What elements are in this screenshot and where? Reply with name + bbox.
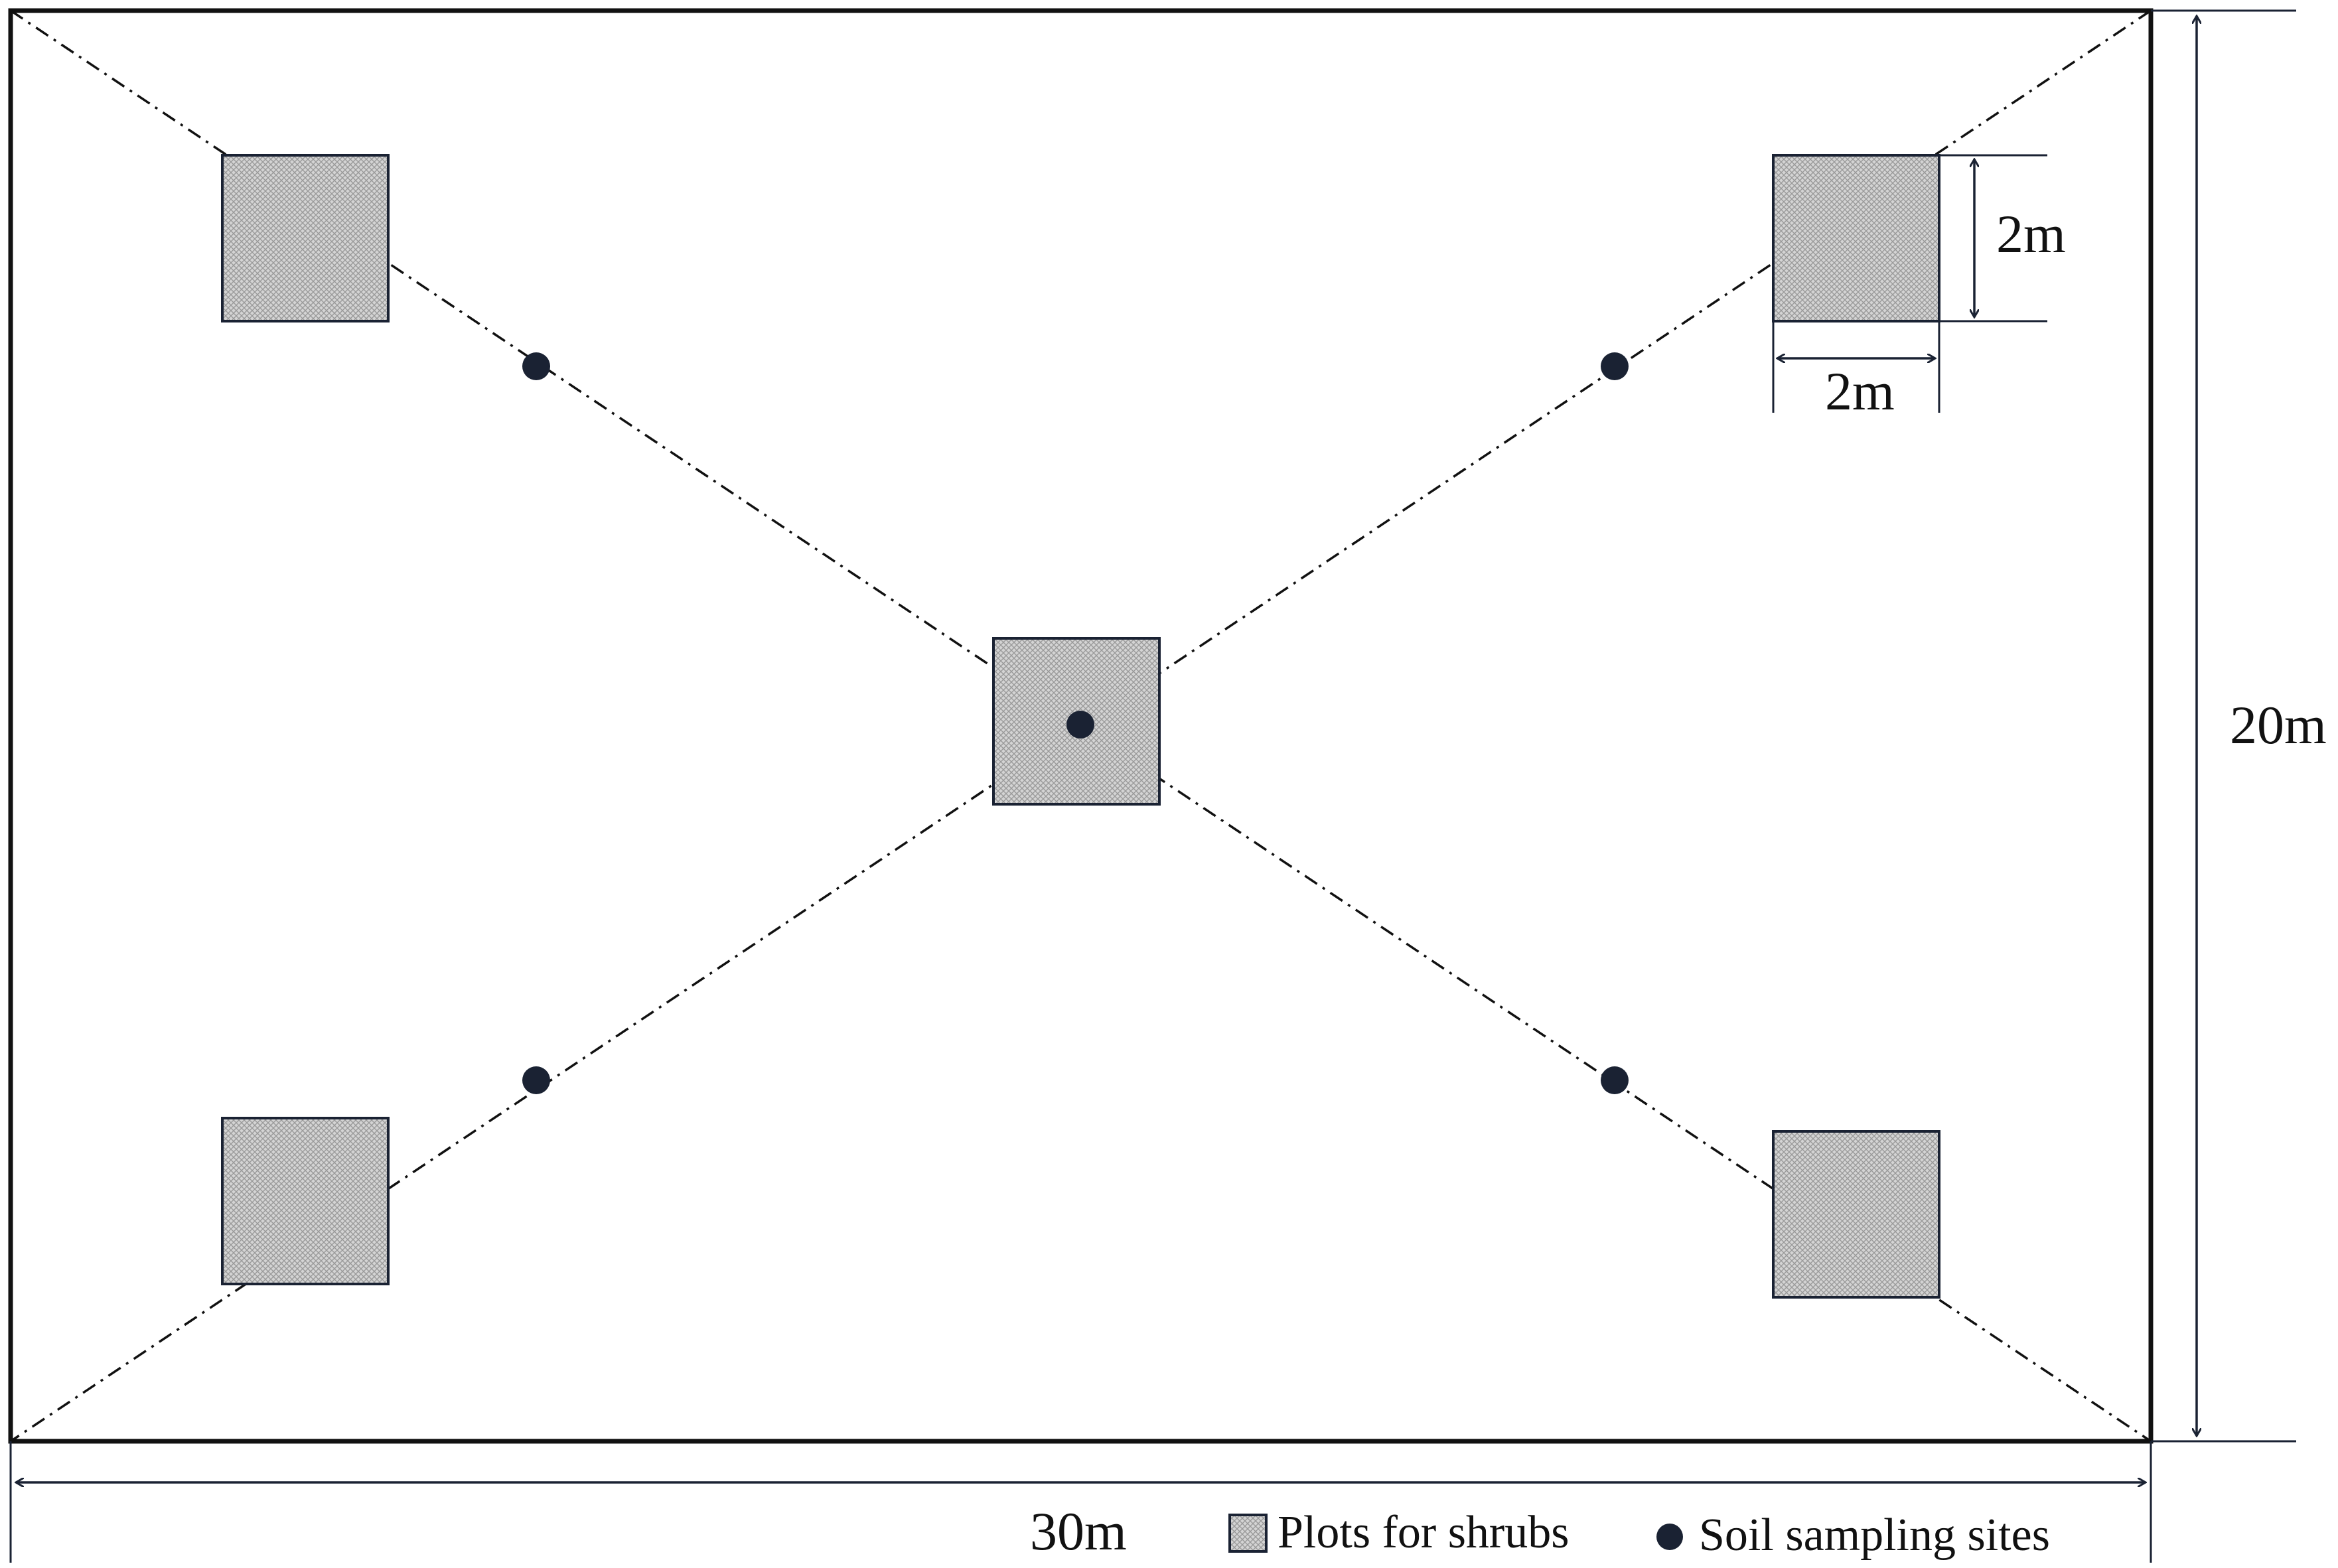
soil-sampling-site (1601, 1066, 1629, 1094)
shrub-plot (221, 154, 390, 322)
shrub-plot (1772, 1130, 1940, 1299)
legend-sites-label: Soil sampling sites (1699, 1510, 2050, 1561)
shrub-plot (221, 1117, 390, 1285)
soil-sampling-site (1601, 352, 1629, 380)
width-label: 30m (1030, 1501, 1127, 1561)
legend-plot-swatch (1228, 1514, 1268, 1553)
subplot-width-label: 2m (1825, 361, 1895, 421)
legend-plots-label: Plots for shrubs (1278, 1507, 1569, 1558)
soil-sampling-site (522, 352, 550, 380)
soil-sampling-site (1066, 711, 1094, 739)
subplot-height-label: 2m (1996, 204, 2066, 264)
plot-boundary (8, 8, 2154, 1444)
shrub-plot (1772, 154, 1940, 322)
legend: Plots for shrubs Soil sampling sites (1228, 1507, 2050, 1561)
height-label: 20m (2230, 695, 2327, 755)
legend-site-marker (1656, 1524, 1683, 1550)
soil-sampling-site (522, 1066, 550, 1094)
